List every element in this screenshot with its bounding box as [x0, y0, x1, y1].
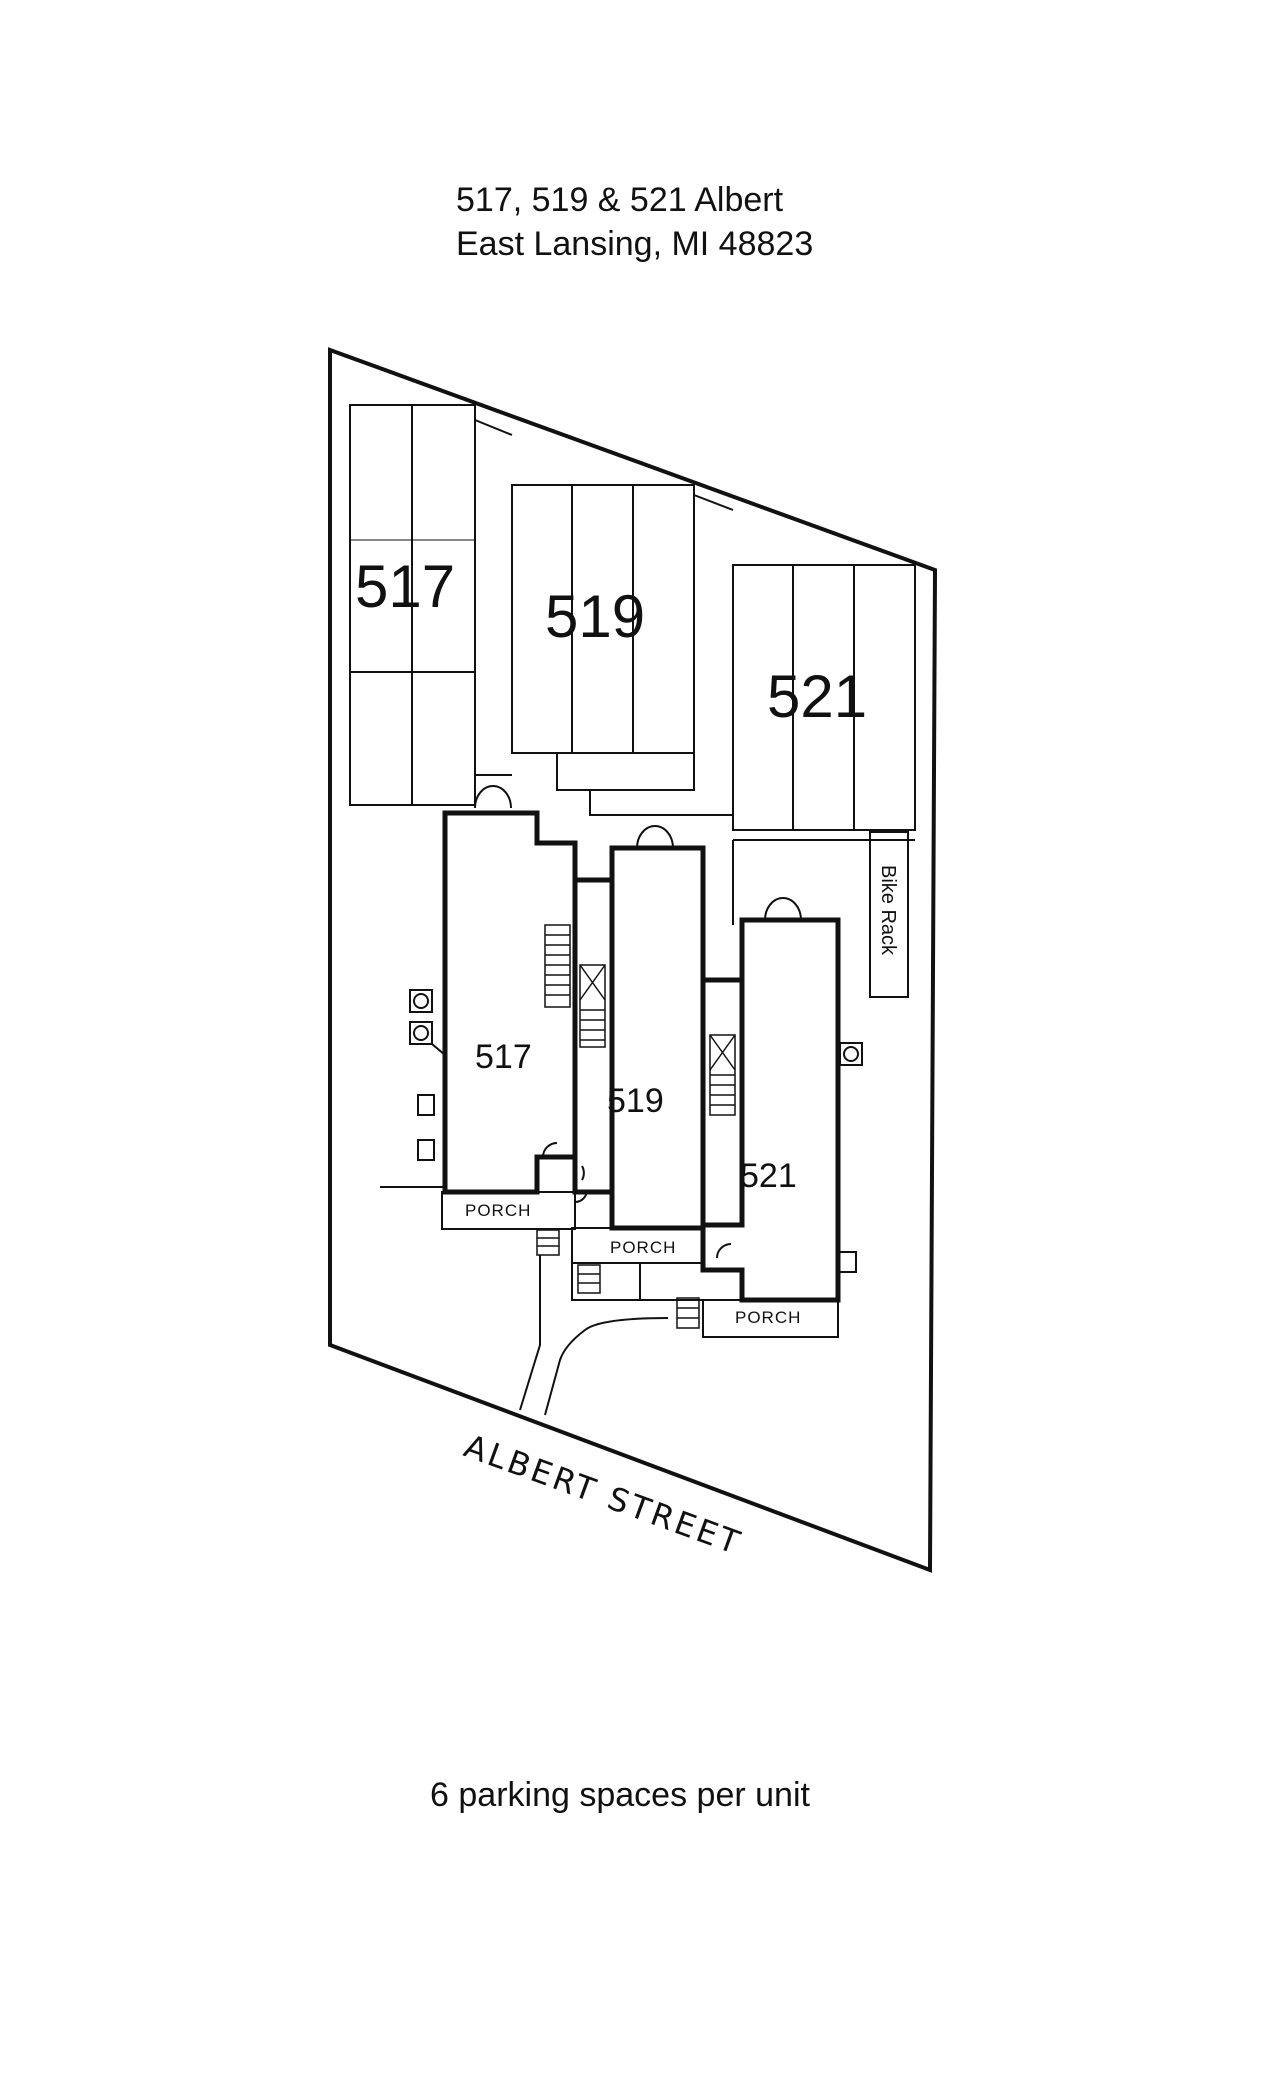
unit-521-label: 521 — [740, 1157, 797, 1195]
porch-519 — [571, 1227, 703, 1264]
address-line-2: East Lansing, MI 48823 — [456, 225, 814, 263]
parking-lot-519 — [511, 484, 695, 754]
parking-lot-519-label: 519 — [545, 583, 645, 650]
front-walkway — [519, 1255, 669, 1416]
stairs — [536, 924, 736, 1329]
utility-meters — [380, 989, 863, 1273]
parking-lot-521-label: 521 — [767, 663, 867, 730]
parking-lot-517-label: 517 — [355, 553, 455, 620]
parking-lot-521 — [732, 564, 916, 831]
porch-521 — [702, 1299, 839, 1338]
porch-521-label: PORCH — [735, 1308, 801, 1327]
porch-517-label: PORCH — [465, 1201, 531, 1220]
building-519 — [572, 845, 745, 1231]
address-header: 517, 519 & 521 Albert East Lansing, MI 4… — [456, 178, 813, 266]
address-line-1: 517, 519 & 521 Albert — [456, 181, 784, 219]
bike-rack — [869, 831, 909, 998]
unit-517-label: 517 — [475, 1038, 532, 1076]
property-boundary — [328, 347, 938, 1573]
bike-rack-label: Bike Rack — [877, 865, 899, 956]
porches — [441, 1191, 839, 1338]
parking-lot-517 — [349, 404, 476, 806]
parking-note: 6 parking spaces per unit — [430, 1776, 810, 1814]
porch-517 — [441, 1191, 576, 1230]
porch-519-label: PORCH — [610, 1238, 676, 1257]
unit-519-label: 519 — [607, 1082, 664, 1120]
building-521 — [700, 917, 841, 1303]
door-arcs — [474, 785, 802, 1259]
drive-aisles — [474, 419, 915, 925]
building-517 — [442, 810, 615, 1195]
